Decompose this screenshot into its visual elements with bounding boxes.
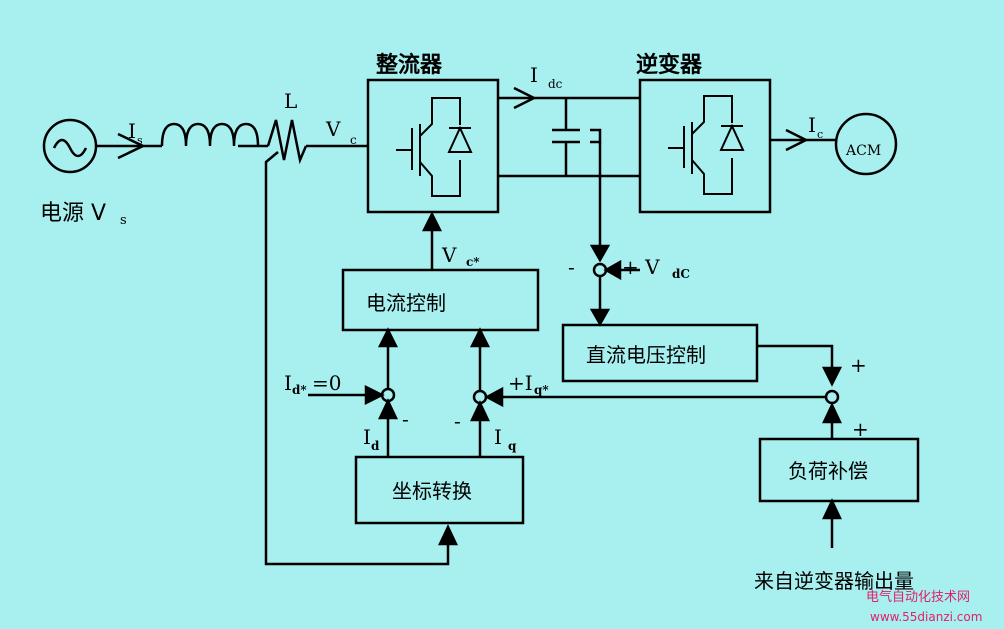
id-label: I — [363, 425, 371, 449]
vdc-ref-arrow-icon — [603, 259, 622, 281]
inductor-coil-icon — [160, 122, 260, 147]
igbt-diode-icon — [396, 97, 473, 197]
idc-label: I — [530, 63, 538, 87]
ac-source-icon — [42, 118, 98, 174]
idref-label: I — [284, 371, 292, 395]
id-minus-sign: - — [402, 407, 409, 431]
load-current-arrow-icon — [785, 128, 809, 152]
igbt-diode-icon-2 — [668, 95, 745, 195]
inverter-input-label: 来自逆变器输出量 — [754, 569, 914, 593]
watermark-url: www.55dianzi.com — [870, 610, 982, 624]
id-ctrl-arrow-icon — [377, 327, 399, 348]
iq-minus-sign: - — [454, 409, 461, 433]
wire-dc-ctrl-out — [757, 344, 834, 368]
load-compensation-label: 负荷补偿 — [788, 459, 868, 483]
current-sensor-icon — [266, 119, 308, 165]
idref-arrow-icon — [364, 384, 385, 406]
voltage-sensor-icon — [590, 128, 602, 144]
idc-subscript: dc — [548, 77, 563, 91]
dc-ctrl-out-arrow-icon — [821, 366, 843, 387]
load-compensation-block — [758, 437, 920, 503]
plus-sign-top: + — [850, 353, 867, 377]
iq-feedback-arrow-icon — [470, 400, 490, 422]
rectifier-block — [366, 78, 500, 214]
plus-sign-bottom: + — [852, 417, 869, 441]
dc-voltage-control-label: 直流电压控制 — [586, 343, 706, 367]
load-current-label: I — [808, 113, 816, 137]
rectifier-label: 整流器 — [376, 52, 443, 78]
iq-label: I — [494, 425, 502, 449]
vdc-minus-sign: - — [568, 255, 575, 279]
iq-ctrl-arrow-icon — [469, 327, 491, 348]
wire-current-feedback — [264, 151, 450, 566]
idc-arrow-icon — [513, 86, 537, 110]
motor-label: ACM — [845, 143, 881, 159]
inverter-label: 逆变器 — [636, 52, 703, 78]
idref-subscript: d* — [292, 383, 307, 397]
watermark-cn: 电气自动化技术网 — [866, 589, 970, 605]
vdc-feedback-arrow-icon — [589, 244, 611, 263]
current-control-label: 电流控制 — [366, 291, 446, 315]
iqref-subscript: q* — [534, 383, 549, 397]
load-comp-out-arrow-icon — [822, 402, 842, 424]
iq-summing-junction — [824, 389, 840, 405]
inductor-label: L — [284, 89, 297, 113]
vc-label: V — [325, 117, 341, 141]
motor-icon — [834, 112, 898, 176]
dc-voltage-control-block — [561, 323, 759, 383]
source-label: 电源 V — [40, 201, 106, 226]
is-subscript: s — [137, 134, 143, 147]
is-label: I — [128, 119, 136, 143]
vdc-ref-label: + V — [622, 255, 660, 279]
source-subscript: s — [120, 213, 127, 228]
is-arrow-icon — [117, 132, 146, 160]
idref-value: =0 — [312, 371, 341, 395]
dc-capacitor-icon — [552, 98, 580, 176]
dc-ctrl-input-arrow-icon — [589, 308, 611, 327]
iq-subscript: q — [508, 439, 517, 453]
vcref-subscript: c* — [466, 255, 480, 269]
id-subscript: d — [371, 439, 380, 453]
current-control-block — [341, 268, 540, 332]
vcref-arrow-icon — [421, 211, 443, 232]
iqref-arrow-icon — [484, 386, 504, 408]
coord-input-arrow-icon — [438, 524, 458, 546]
vdc-ref-subscript: dC — [672, 267, 690, 281]
vc-subscript: c — [350, 133, 357, 147]
load-current-subscript: c — [817, 128, 823, 141]
id-feedback-arrow-icon — [378, 398, 398, 420]
coord-transform-label: 坐标转换 — [392, 479, 472, 503]
iqref-label: +I — [508, 371, 533, 395]
coord-transform-block — [354, 455, 525, 525]
inverter-block — [638, 78, 772, 214]
vcref-label: V — [441, 243, 457, 267]
inverter-input-arrow-icon — [822, 498, 842, 520]
